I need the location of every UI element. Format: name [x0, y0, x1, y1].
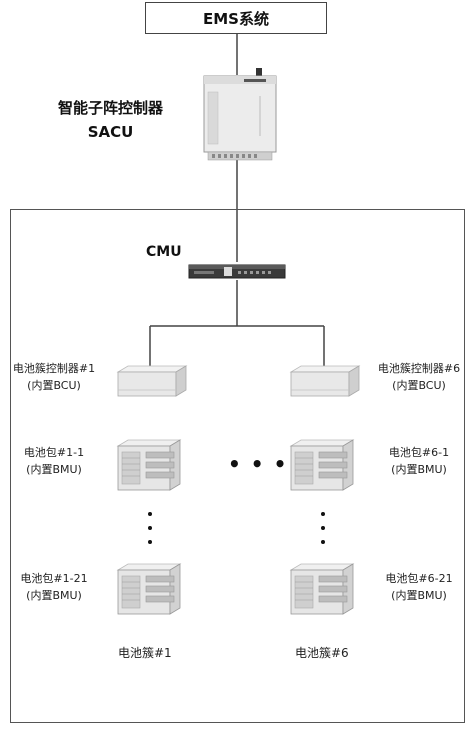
sacu-label-line1: 智能子阵控制器	[57, 99, 163, 117]
sacu-label: 智能子阵控制器 SACU	[48, 96, 173, 144]
bcu-device-1	[116, 365, 188, 397]
ellipsis-vertical-right	[321, 512, 325, 544]
sacu-label-line2: SACU	[87, 123, 134, 141]
right-pack1-label: 电池包#6-1 (内置BMU)	[370, 444, 468, 478]
cmu-label: CMU	[146, 244, 182, 260]
left-pack21-line1: 电池包#1-21	[20, 572, 88, 585]
battery-pack-6-1	[289, 439, 355, 491]
left-controller-line1: 电池簇控制器#1	[12, 362, 96, 375]
ems-system-box: EMS系统	[145, 2, 327, 34]
right-pack21-line1: 电池包#6-21	[385, 572, 453, 585]
left-controller-line2: (内置BCU)	[27, 379, 81, 392]
left-controller-label: 电池簇控制器#1 (内置BCU)	[6, 360, 102, 394]
battery-pack-1-21	[116, 563, 182, 615]
battery-pack-6-21	[289, 563, 355, 615]
right-pack1-line2: (内置BMU)	[391, 463, 447, 476]
right-controller-line1: 电池簇控制器#6	[377, 362, 461, 375]
ellipsis-horizontal: •••	[228, 452, 297, 476]
left-pack1-line2: (内置BMU)	[26, 463, 82, 476]
ellipsis-vertical-left	[148, 512, 152, 544]
sacu-device	[203, 68, 277, 161]
left-pack21-line2: (内置BMU)	[26, 589, 82, 602]
right-pack1-line1: 电池包#6-1	[388, 446, 450, 459]
left-cluster-label: 电池簇#1	[118, 646, 172, 660]
bcu-device-6	[289, 365, 361, 397]
left-pack1-label: 电池包#1-1 (内置BMU)	[6, 444, 102, 478]
right-controller-label: 电池簇控制器#6 (内置BCU)	[370, 360, 468, 394]
right-pack21-label: 电池包#6-21 (内置BMU)	[370, 570, 468, 604]
left-pack1-line1: 电池包#1-1	[23, 446, 85, 459]
cmu-device	[188, 264, 286, 279]
ems-label: EMS系统	[203, 9, 269, 28]
battery-pack-1-1	[116, 439, 182, 491]
cluster-frame	[10, 209, 465, 723]
right-cluster-label: 电池簇#6	[295, 646, 349, 660]
left-pack21-label: 电池包#1-21 (内置BMU)	[6, 570, 102, 604]
right-controller-line2: (内置BCU)	[392, 379, 446, 392]
right-pack21-line2: (内置BMU)	[391, 589, 447, 602]
